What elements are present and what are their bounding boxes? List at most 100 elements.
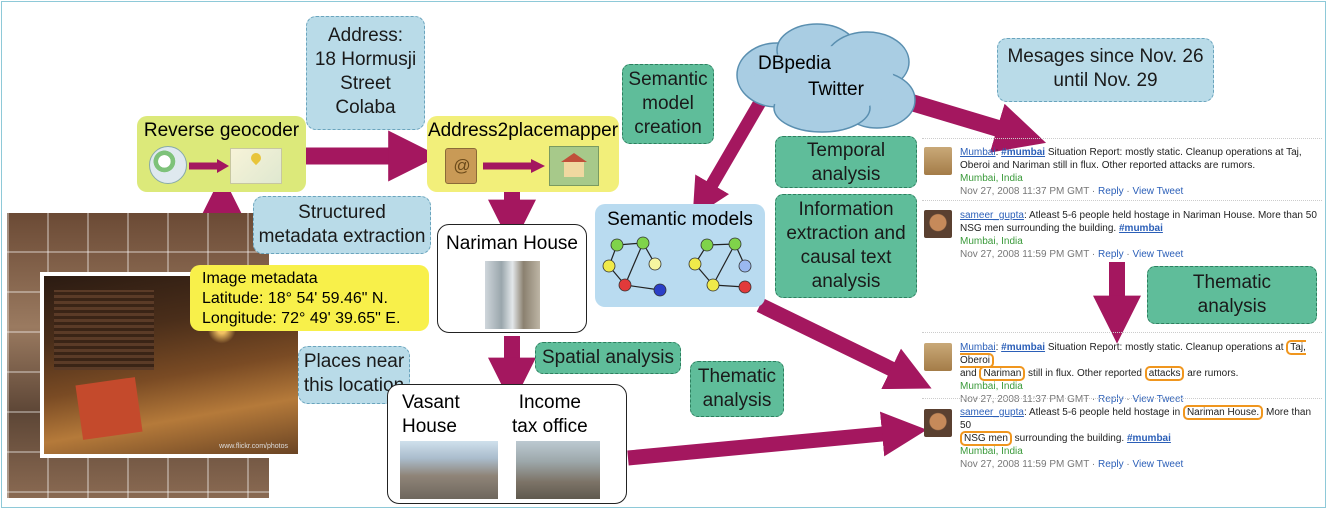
nariman-house-label: Nariman House <box>446 233 578 254</box>
image-metadata-box: Image metadata Latitude: 18° 54' 59.46" … <box>190 265 429 331</box>
tweet-hashtag[interactable]: #mumbai <box>1118 223 1163 234</box>
nariman-house-box: Nariman House <box>437 224 587 333</box>
tweet-bottom-1: Mumbai: #mumbai Situation Report: mostly… <box>960 340 1306 405</box>
reply-link[interactable]: Reply <box>1098 459 1124 470</box>
income-tax-office-photo <box>516 441 600 499</box>
graph-node <box>653 283 667 297</box>
tweet-user[interactable]: Mumbai <box>960 147 996 158</box>
tweet-time: Nov 27, 2008 11:37 PM GMT <box>960 394 1090 405</box>
graph-node <box>738 280 752 294</box>
image-metadata-title: Image metadata <box>202 270 318 287</box>
tweet-bottom-2: sameer_gupta: Atleast 5-6 people held ho… <box>960 405 1312 470</box>
longitude-text: Longitude: 72° 49' 39.65" E. <box>202 310 401 327</box>
avatar <box>924 343 952 371</box>
nariman-house-photo <box>485 261 540 329</box>
reverse-geocoder-box: Reverse geocoder <box>137 116 306 192</box>
photo-credit: www.flickr.com/photos <box>219 443 288 450</box>
highlight-entity: Nariman House. <box>1182 405 1264 420</box>
vasant-house-label: Vasant House <box>402 392 460 437</box>
tweet-text: are rumors. <box>1184 368 1239 379</box>
address-box: Address: 18 Hormusji Street Colaba <box>306 16 425 130</box>
tweet-time: Nov 27, 2008 11:59 PM GMT <box>960 459 1090 470</box>
mapper-inner-arrow <box>483 159 545 173</box>
shutter-shape <box>54 290 154 370</box>
globe-icon <box>149 146 187 184</box>
address2placemapper-box: Address2placemapper @ <box>427 116 619 192</box>
avatar <box>924 409 952 437</box>
reverse-geocoder-label: Reverse geocoder <box>143 120 300 141</box>
graph-node <box>648 257 662 271</box>
view-tweet-link[interactable]: View Tweet <box>1132 394 1184 405</box>
tweet-location: Mumbai, India <box>960 173 1023 184</box>
map-icon <box>230 148 282 184</box>
tweet-text: and <box>960 368 980 379</box>
semantic-graph <box>602 236 752 297</box>
temporal-analysis-box: Temporal analysis <box>775 136 917 188</box>
tweet-separator <box>922 138 1322 139</box>
tweet-hashtag[interactable]: #mumbai <box>1001 342 1046 353</box>
tweet-user[interactable]: Mumbai <box>960 342 996 353</box>
avatar <box>924 210 952 238</box>
graph-node <box>602 259 616 273</box>
graph-node <box>706 278 720 292</box>
tweet-hashtag[interactable]: #mumbai <box>1126 433 1171 444</box>
structured-metadata-box: Structured metadata extraction <box>253 196 431 254</box>
tweet-time: Nov 27, 2008 11:59 PM GMT <box>960 249 1090 260</box>
tweet-text: surrounding the building. <box>1011 433 1127 444</box>
twitter-label: Twitter <box>808 79 864 100</box>
tweet-text: : Atleast 5-6 people held hostage in Nar… <box>960 210 1317 234</box>
places-result-box: Vasant House Income tax office <box>387 384 627 504</box>
tweet-top-1: Mumbai: #mumbai Situation Report: mostly… <box>960 147 1302 197</box>
spatial-analysis-box: Spatial analysis <box>535 342 681 374</box>
reply-link[interactable]: Reply <box>1098 249 1124 260</box>
address-book-icon: @ <box>445 148 477 184</box>
view-tweet-link[interactable]: View Tweet <box>1132 459 1184 470</box>
semantic-models-box: Semantic models <box>595 204 765 307</box>
cloud-shape <box>736 23 916 133</box>
reply-link[interactable]: Reply <box>1098 186 1124 197</box>
view-tweet-link[interactable]: View Tweet <box>1132 249 1184 260</box>
highlight-entity: NSG men <box>960 431 1012 446</box>
red-box-shape <box>75 377 143 440</box>
tweet-user[interactable]: sameer_gupta <box>960 210 1024 221</box>
house-map-icon <box>549 146 599 186</box>
income-tax-office-label: Income tax office <box>512 392 588 437</box>
latitude-text: Latitude: 18° 54' 59.46" N. <box>202 290 388 307</box>
highlight-entity: Nariman <box>979 366 1026 381</box>
thematic-analysis-mid-box: Thematic analysis <box>690 361 784 417</box>
view-tweet-link[interactable]: View Tweet <box>1132 186 1184 197</box>
at-sign-icon: @ <box>453 156 471 175</box>
tweet-time: Nov 27, 2008 11:37 PM GMT <box>960 186 1090 197</box>
house-icon <box>564 161 584 177</box>
graph-node <box>688 257 702 271</box>
tweet-user[interactable]: sameer_gupta <box>960 407 1024 418</box>
tweet-text: still in flux. Other reported <box>1025 368 1145 379</box>
tweet-hashtag[interactable]: #mumbai <box>1001 147 1046 158</box>
highlight-entity: attacks <box>1144 366 1185 381</box>
house-roof-icon <box>561 153 587 162</box>
tweet-location: Mumbai, India <box>960 236 1023 247</box>
thematic-analysis-right-box: Thematic analysis <box>1147 266 1317 324</box>
tweet-text: Situation Report: mostly static. Cleanup… <box>960 147 1302 171</box>
reply-link[interactable]: Reply <box>1098 394 1124 405</box>
semantic-model-creation-box: Semantic model creation <box>622 64 714 144</box>
tweet-separator <box>922 200 1322 201</box>
graph-node <box>700 238 714 252</box>
tweet-separator <box>922 332 1322 333</box>
vasant-house-photo <box>400 441 498 499</box>
semantic-models-label: Semantic models <box>607 209 753 230</box>
tweet-location: Mumbai, India <box>960 381 1023 392</box>
graph-node <box>738 259 752 273</box>
graph-node <box>728 237 742 251</box>
tweet-text: More than 50 <box>960 407 1312 431</box>
arrow-places-to-tweets <box>627 411 927 466</box>
tweet-location: Mumbai, India <box>960 446 1023 457</box>
highlight-entity: Taj, Oberoi <box>960 340 1306 368</box>
tweet-top-2: sameer_gupta: Atleast 5-6 people held ho… <box>960 210 1317 260</box>
dbpedia-label: DBpedia <box>758 53 831 74</box>
graph-node <box>610 238 624 252</box>
geocoder-inner-arrow <box>189 159 229 173</box>
avatar <box>924 147 952 175</box>
messages-box: Mesages since Nov. 26 until Nov. 29 <box>997 38 1214 102</box>
